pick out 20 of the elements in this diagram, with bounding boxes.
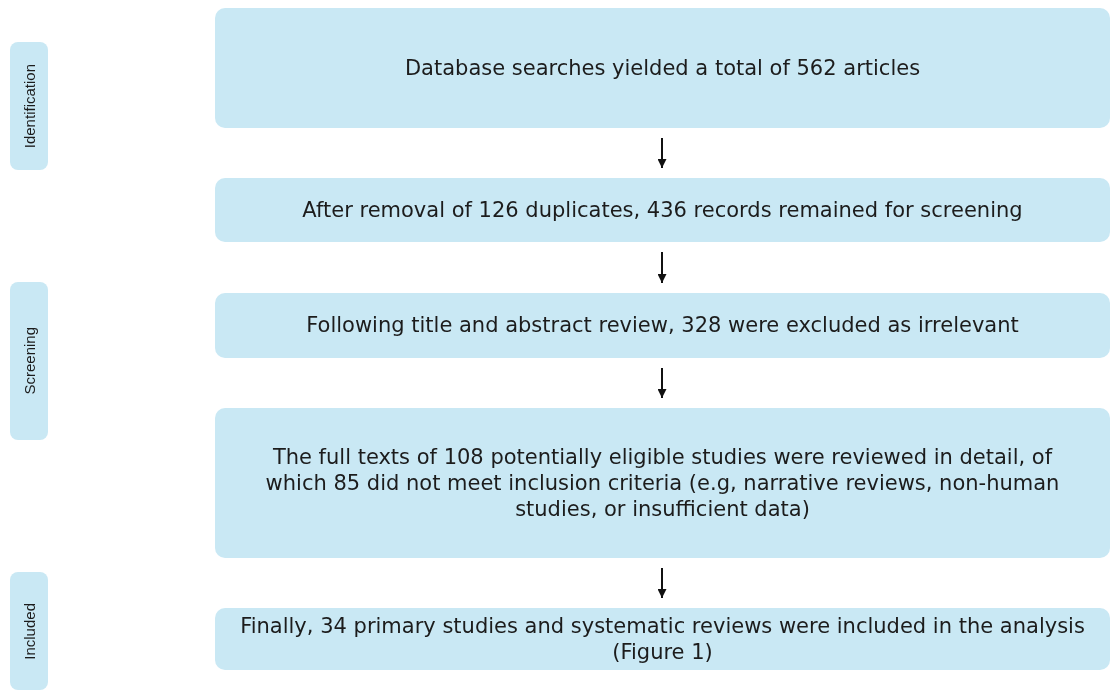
stage-label: Included [20,602,38,660]
process-text: Finally, 34 primary studies and systematic reviews were included in the analysis (Figure 1) [239,612,1086,666]
process-box [215,8,1110,128]
process-box [215,293,1110,358]
stage-label-box [10,42,48,170]
process-box [215,408,1110,558]
arrow [657,367,667,399]
arrow [657,251,667,284]
process-text: Following title and abstract review, 328 were excluded as irrelevant [306,312,1019,339]
stage-label-box [10,282,48,440]
process-text: The full texts of 108 potentially eligible studies were reviewed in detail, of which 85 did not meet inclusion criteria (e.g, narrative reviews, non-human studies, or insufficient data) [264,443,1061,523]
stage-label: Screening [20,327,38,395]
process-text: Database searches yielded a total of 562 articles [404,54,921,82]
arrow [657,137,667,169]
stage-label: Identification [20,63,38,149]
process-text: After removal of 126 duplicates, 436 records remained for screening [302,196,1023,224]
arrow [657,567,667,599]
process-box [215,178,1110,242]
stage-label-box [10,572,48,690]
process-box [215,608,1110,670]
